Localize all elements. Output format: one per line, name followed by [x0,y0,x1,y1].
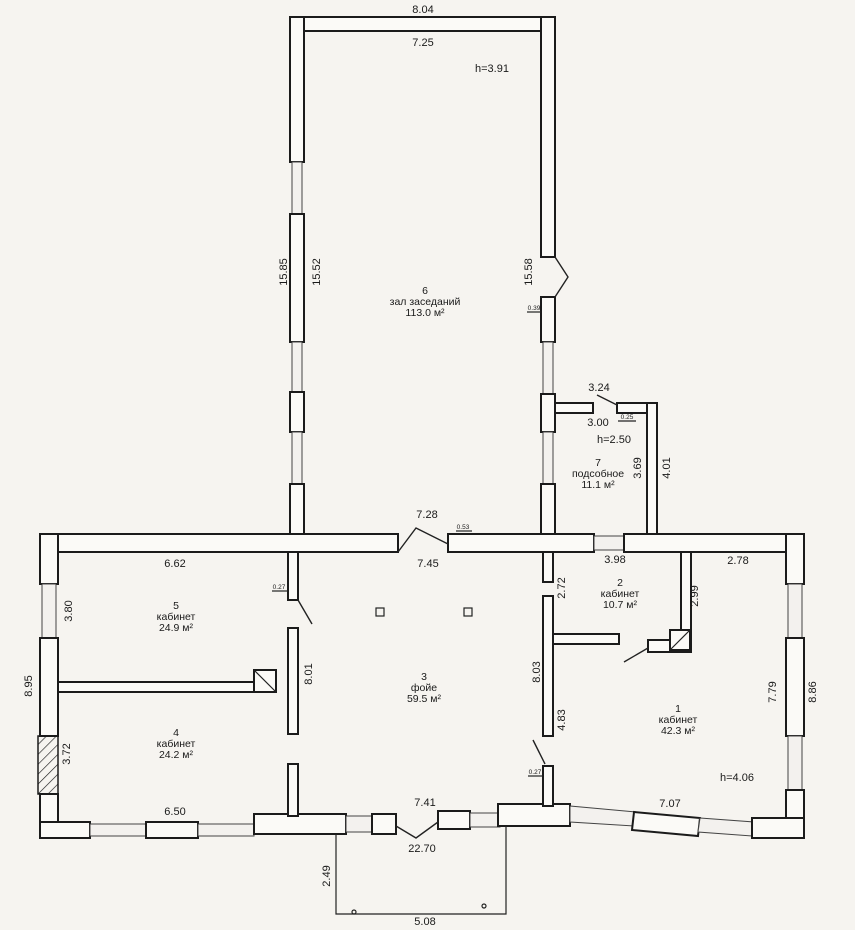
svg-text:кабинет: кабинет [157,611,196,623]
entrance-door [395,821,439,839]
column-a [375,607,385,617]
svg-text:кабинет: кабинет [659,714,698,726]
room-5-label: 5 кабинет 24.9 м² [157,600,196,634]
dim-office4-bottom: 6.50 [164,806,185,818]
dim-east-inner: 7.79 [767,681,779,702]
svg-text:1: 1 [675,703,681,715]
dim-hall-top-outer: 8.04 [412,4,433,16]
dim-east-outer: 8.86 [807,681,819,702]
dim-hall-right-small: 0.39 [528,305,541,312]
svg-text:4: 4 [173,727,179,739]
office5-door [297,599,313,625]
dim-lower-483: 4.83 [556,709,568,730]
main-walls [37,533,805,839]
svg-text:фойе: фойе [411,682,437,694]
dim-storage-top: 3.24 [588,382,609,394]
svg-text:11.1 м²: 11.1 м² [581,479,615,491]
svg-text:2: 2 [617,577,623,589]
dim-office4-left: 3.72 [61,743,73,764]
room-3-label: 3 фойе 59.5 м² [407,671,442,705]
dim-foyer-top-outer: 7.28 [416,509,437,521]
dim-small-027-a: 0.27 [273,584,286,591]
room-6-label: 6 зал заседаний 113.0 м² [390,285,461,319]
interior-partitions [57,551,692,817]
porch-outline [335,826,507,915]
svg-text:кабинет: кабинет [601,588,640,600]
room-4-label: 4 кабинет 24.2 м² [157,727,196,761]
svg-text:подсобное: подсобное [572,468,624,480]
dim-office1-height: h=4.06 [720,772,754,784]
dim-porch-side: 2.49 [321,865,333,886]
dim-storage-right: 4.01 [661,457,673,478]
dim-south-outer: 22.70 [408,843,436,855]
storage-door [596,394,618,406]
svg-text:113.0 м²: 113.0 м² [405,307,445,319]
dim-west-outer: 8.95 [23,675,35,696]
svg-text:7: 7 [595,457,601,469]
room-7-label: 7 подсобное 11.1 м² [572,457,624,491]
dim-office5-top: 6.62 [164,558,185,570]
dim-office5-left: 3.80 [63,600,75,621]
foyer-top-door [397,527,449,553]
svg-text:кабинет: кабинет [157,738,196,750]
svg-text:10.7 м²: 10.7 м² [603,599,638,611]
dim-hall-top-inner: 7.25 [412,37,433,49]
dim-office2-left: 2.72 [556,577,568,598]
svg-text:24.2 м²: 24.2 м² [159,749,194,761]
svg-text:24.9 м²: 24.9 м² [159,622,194,634]
hall-door [554,256,569,298]
office2-door [623,647,649,663]
room-1-label: 1 кабинет 42.3 м² [659,703,698,737]
dim-storage-inner: 3.00 [587,417,608,429]
dim-office1-bottom: 7.07 [659,798,680,810]
dim-storage-small: 0.25 [621,414,634,421]
dim-partition-801: 8.01 [303,663,315,684]
dim-hall-left-outer: 15.85 [278,258,290,286]
dim-office2-top: 3.98 [604,554,625,566]
dim-storage-left: 3.69 [632,457,644,478]
svg-text:6: 6 [422,285,428,297]
svg-text:зал заседаний: зал заседаний [390,296,461,308]
svg-text:59.5 м²: 59.5 м² [407,693,442,705]
dim-hall-height: h=3.91 [475,63,509,75]
office1-door [532,739,546,765]
dim-hall-left-inner: 15.52 [311,258,323,286]
dim-storage-height: h=2.50 [597,434,631,446]
dim-foyer-top-inner: 7.45 [417,558,438,570]
dim-porch-width: 5.08 [414,916,435,928]
dim-east-top: 2.78 [727,555,748,567]
storage-walls [554,402,658,535]
dimension-labels: 8.04 7.25 h=3.91 15.85 15.52 15.58 0.39 … [23,4,819,928]
svg-text:3: 3 [421,671,427,683]
column-b [463,607,473,617]
dim-foyer-bottom: 7.41 [414,797,435,809]
dim-foyer-small: 0.53 [457,524,470,531]
dim-office2-right: 2.99 [689,585,701,606]
room-2-label: 2 кабинет 10.7 м² [601,577,640,611]
svg-text:5: 5 [173,600,179,612]
svg-text:42.3 м²: 42.3 м² [661,725,696,737]
dim-small-027-b: 0.27 [529,769,542,776]
dim-hall-right: 15.58 [523,258,535,286]
hall-walls [289,16,556,535]
dim-foyer-right: 8.03 [531,661,543,682]
